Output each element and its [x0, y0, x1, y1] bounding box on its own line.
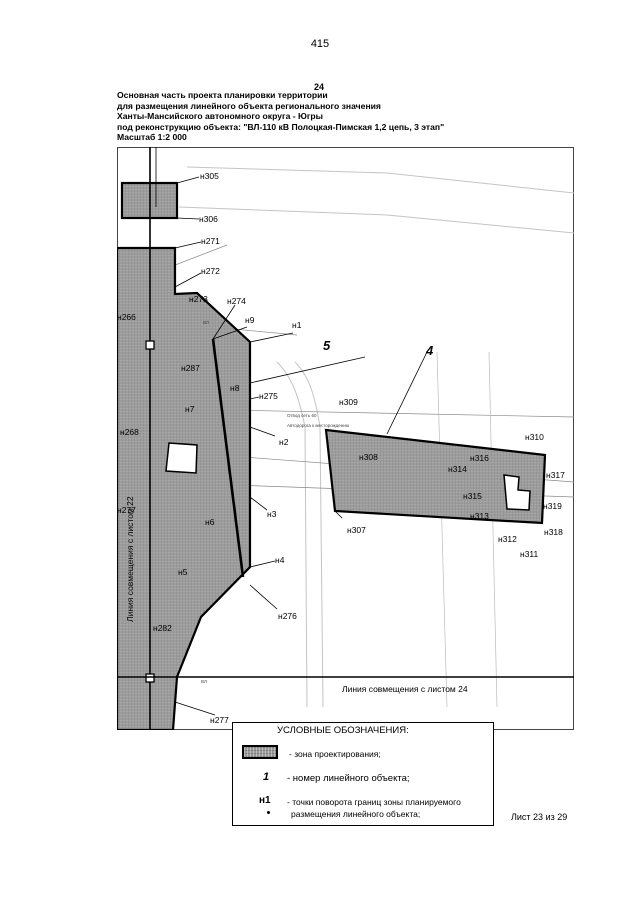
label-n315: н315: [463, 491, 482, 501]
label-n266: н266: [117, 312, 136, 322]
title-line-3: Ханты-Мансийского автономного округа - Ю…: [117, 111, 324, 122]
label-n275: н275: [259, 391, 278, 401]
label-n318: н318: [544, 527, 563, 537]
legend: УСЛОВНЫЕ ОБОЗНАЧЕНИЯ: - зона проектирова…: [232, 722, 494, 826]
page-number: 415: [310, 38, 330, 50]
scale-line: Масштаб 1:2 000: [117, 132, 187, 143]
vertical-junction-label: Линия совмещения с листом 22: [125, 496, 135, 622]
title-block: Основная часть проекта планировки террит…: [117, 90, 444, 143]
object-number-5: 5: [323, 338, 331, 353]
label-n309: н309: [339, 397, 358, 407]
label-n276: н276: [278, 611, 297, 621]
label-n277-bottom: н277: [210, 715, 229, 725]
annotation-tiny-2: ВЛ: [201, 679, 207, 684]
pole-marker-2: [145, 673, 155, 683]
label-n274: н274: [227, 296, 246, 306]
label-n314: н314: [448, 464, 467, 474]
label-n306: н306: [199, 214, 218, 224]
label-n305: н305: [200, 171, 219, 181]
label-n6: н6: [205, 517, 215, 527]
label-n313: н313: [470, 511, 489, 521]
power-line-object-5: [211, 338, 245, 578]
label-n316: н316: [470, 453, 489, 463]
label-n4: н4: [275, 555, 285, 565]
label-n273: н273: [189, 294, 208, 304]
label-n319: н319: [543, 501, 562, 511]
label-n1: н1: [292, 320, 302, 330]
label-n311: н311: [520, 549, 539, 559]
annotation-pipe-bottom: Автодорога к месторождению: [287, 423, 350, 428]
label-n287: н287: [181, 363, 200, 373]
legend-point-text-2: размещения линейного объекта;: [291, 809, 421, 819]
label-n271: н271: [201, 236, 220, 246]
title-line-1: Основная часть проекта планировки террит…: [117, 90, 328, 100]
object-number-4: 4: [425, 343, 434, 358]
leader-lines: [174, 176, 428, 716]
label-n268: н268: [120, 427, 139, 437]
zone-left: [117, 246, 252, 730]
label-n308: н308: [359, 452, 378, 462]
label-n7: н7: [185, 404, 195, 414]
legend-point-text-1: - точки поворота границ зоны планируемог…: [287, 797, 461, 807]
label-n307: н307: [347, 525, 366, 535]
sheet-number-top: 24: [314, 82, 325, 92]
label-n312: н312: [498, 534, 517, 544]
annotation-tiny-1: ВЛ: [203, 320, 209, 325]
label-n3: н3: [267, 509, 277, 519]
label-n277-left: н277: [117, 505, 136, 515]
sheet-count: Лист 23 из 29: [511, 812, 568, 822]
label-n310: н310: [525, 432, 544, 442]
title-line-4: под реконструкцию объекта: "ВЛ-110 кВ По…: [117, 121, 445, 132]
pole-marker-1: [145, 340, 155, 350]
label-n8: н8: [230, 383, 240, 393]
label-n317: н317: [546, 470, 565, 480]
map-frame: Отвод сеть 60 Автодорога к месторождению…: [117, 147, 574, 730]
legend-object-text: - номер линейного объекта;: [287, 773, 410, 784]
label-n2: н2: [279, 437, 289, 447]
title-line-2: для размещения линейного объекта региона…: [117, 100, 381, 111]
excluded-area-right: [503, 474, 531, 511]
legend-title: УСЛОВНЫЕ ОБОЗНАЧЕНИЯ:: [277, 725, 409, 736]
map-canvas: Отвод сеть 60 Автодорога к месторождению…: [117, 147, 574, 730]
label-n272: н272: [201, 266, 220, 276]
annotation-pipe-top: Отвод сеть 60: [287, 413, 317, 418]
road-lines: [178, 166, 574, 708]
legend-zone-text: - зона проектирования;: [289, 749, 381, 759]
label-n282: н282: [153, 623, 172, 633]
junction-line-label: Линия совмещения с листом 24: [342, 684, 468, 694]
excluded-area-left: [165, 442, 198, 474]
label-n5: н5: [178, 567, 188, 577]
legend-point-symbol: н1: [259, 795, 271, 806]
zone-swatch: [242, 745, 278, 759]
point-dot-icon: [267, 811, 270, 814]
zone-right: [324, 428, 547, 525]
legend-object-symbol: 1: [263, 771, 270, 783]
label-n9: н9: [245, 315, 255, 325]
